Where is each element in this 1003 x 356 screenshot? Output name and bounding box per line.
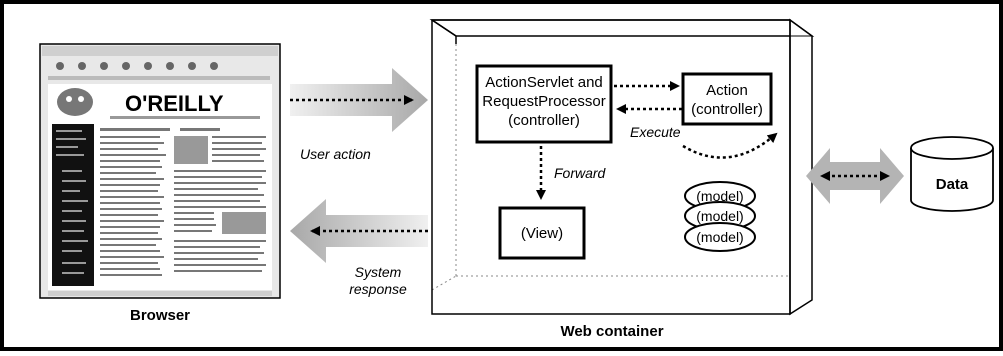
action-servlet-line3: (controller) [508,112,580,129]
execute-curved-arrow [682,132,778,159]
browser-caption: Browser [130,307,190,324]
forward-label: Forward [554,165,607,181]
view-box [498,206,586,260]
data-exchange-arrow [806,148,904,204]
container-top-face [429,19,815,37]
action-servlet-box [475,64,613,144]
data-cylinder [910,136,994,212]
container-edge [431,19,457,37]
header-rule [110,116,260,119]
oreilly-logo-text: O'REILLY [125,91,224,116]
browser-statusbar [48,291,272,296]
web-container-caption: Web container [560,323,663,340]
web-container [429,18,815,316]
oreilly-tarsier-logo [57,88,93,116]
action-box-line1: Action [706,82,748,99]
execute-label: Execute [630,124,681,140]
browser-content-lines [100,128,266,276]
system-response-label-line1: System [355,264,402,280]
model-stack: (model) (model) (model) [684,181,756,252]
browser-left-nav [52,124,94,286]
model-label: (model) [696,229,743,245]
model-ellipse [684,222,756,252]
container-right-face [789,18,813,316]
view-box-label: (View) [521,225,563,242]
container-front-face [431,19,791,315]
action-box-line2: (controller) [691,101,763,118]
browser-window: O'REILLY [39,43,281,299]
browser-titlebar [42,46,278,56]
model-label: (model) [696,208,743,224]
data-label: Data [936,176,969,193]
model-label: (model) [696,188,743,204]
user-action-label: User action [300,146,371,162]
data-arrowhead-left [820,171,830,181]
data-arrowhead-right [880,171,890,181]
browser-toolbar [48,62,270,80]
action-servlet-line1: ActionServlet and [485,74,603,91]
action-box [681,72,773,126]
system-response-label-line2: response [349,281,407,297]
nav-lines [56,130,88,274]
action-servlet-line2: RequestProcessor [482,93,605,110]
